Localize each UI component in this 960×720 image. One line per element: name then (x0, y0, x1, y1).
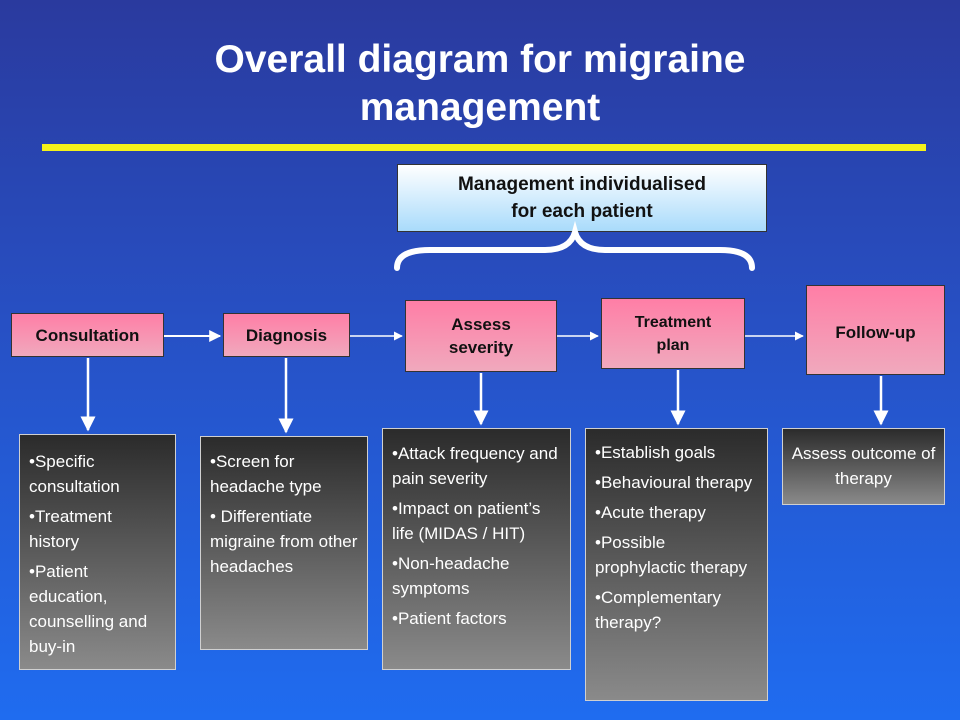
step-diagnosis: Diagnosis (223, 313, 350, 357)
step-diagnosis-label: Diagnosis (245, 325, 328, 345)
list-item: •Impact on patient’s life (MIDAS / HIT) (392, 499, 541, 543)
header-box-line-2: for each patient (511, 201, 653, 222)
list-item: •Treatment history (29, 507, 112, 551)
list-item: •Acute therapy (595, 503, 706, 522)
step-follow-up-label: Follow-up (835, 323, 916, 342)
list-item: •Specific consultation (29, 452, 120, 496)
title-line-1: Overall diagram for migraine (214, 38, 746, 81)
follow-up-text: Assess outcome of therapy (791, 444, 936, 488)
page-title: Overall diagram for migraine management (0, 36, 960, 132)
title-line-2: management (359, 86, 601, 129)
list-item: •Possible prophylactic therapy (595, 533, 748, 577)
detail-diagnosis: •Screen for headache type • Differentiat… (200, 436, 368, 650)
detail-consultation: •Specific consultation •Treatment histor… (19, 434, 176, 670)
list-item: • Differentiate migraine from other head… (210, 507, 358, 576)
step-treatment-line-2: plan (656, 336, 690, 354)
list-item: •Complementary therapy? (595, 588, 721, 632)
curly-brace (394, 220, 755, 271)
list-item: •Attack frequency and pain severity (392, 444, 558, 488)
list-item: •Establish goals (595, 443, 716, 462)
header-box-line-1: Management individualised (457, 174, 707, 195)
list-item: •Patient factors (392, 609, 507, 628)
step-severity-line-1: Assess (451, 315, 511, 334)
step-treatment-plan: Treatment plan (601, 298, 745, 369)
list-item: •Screen for headache type (210, 452, 322, 496)
list-item: •Behavioural therapy (595, 473, 753, 492)
detail-follow-up: Assess outcome of therapy (782, 428, 945, 505)
step-treatment-line-1: Treatment (634, 313, 712, 331)
step-follow-up: Follow-up (806, 285, 945, 375)
step-consultation-label: Consultation (35, 325, 140, 345)
detail-severity: •Attack frequency and pain severity •Imp… (382, 428, 571, 670)
list-item: •Non-headache symptoms (392, 554, 510, 598)
title-divider (42, 144, 926, 151)
management-individualised-box: Management individualised for each patie… (397, 164, 767, 232)
step-severity-line-2: severity (448, 338, 514, 357)
list-item: •Patient education, counselling and buy-… (29, 562, 148, 656)
step-consultation: Consultation (11, 313, 164, 357)
detail-treatment: •Establish goals •Behavioural therapy •A… (585, 428, 768, 701)
step-assess-severity: Assess severity (405, 300, 557, 372)
